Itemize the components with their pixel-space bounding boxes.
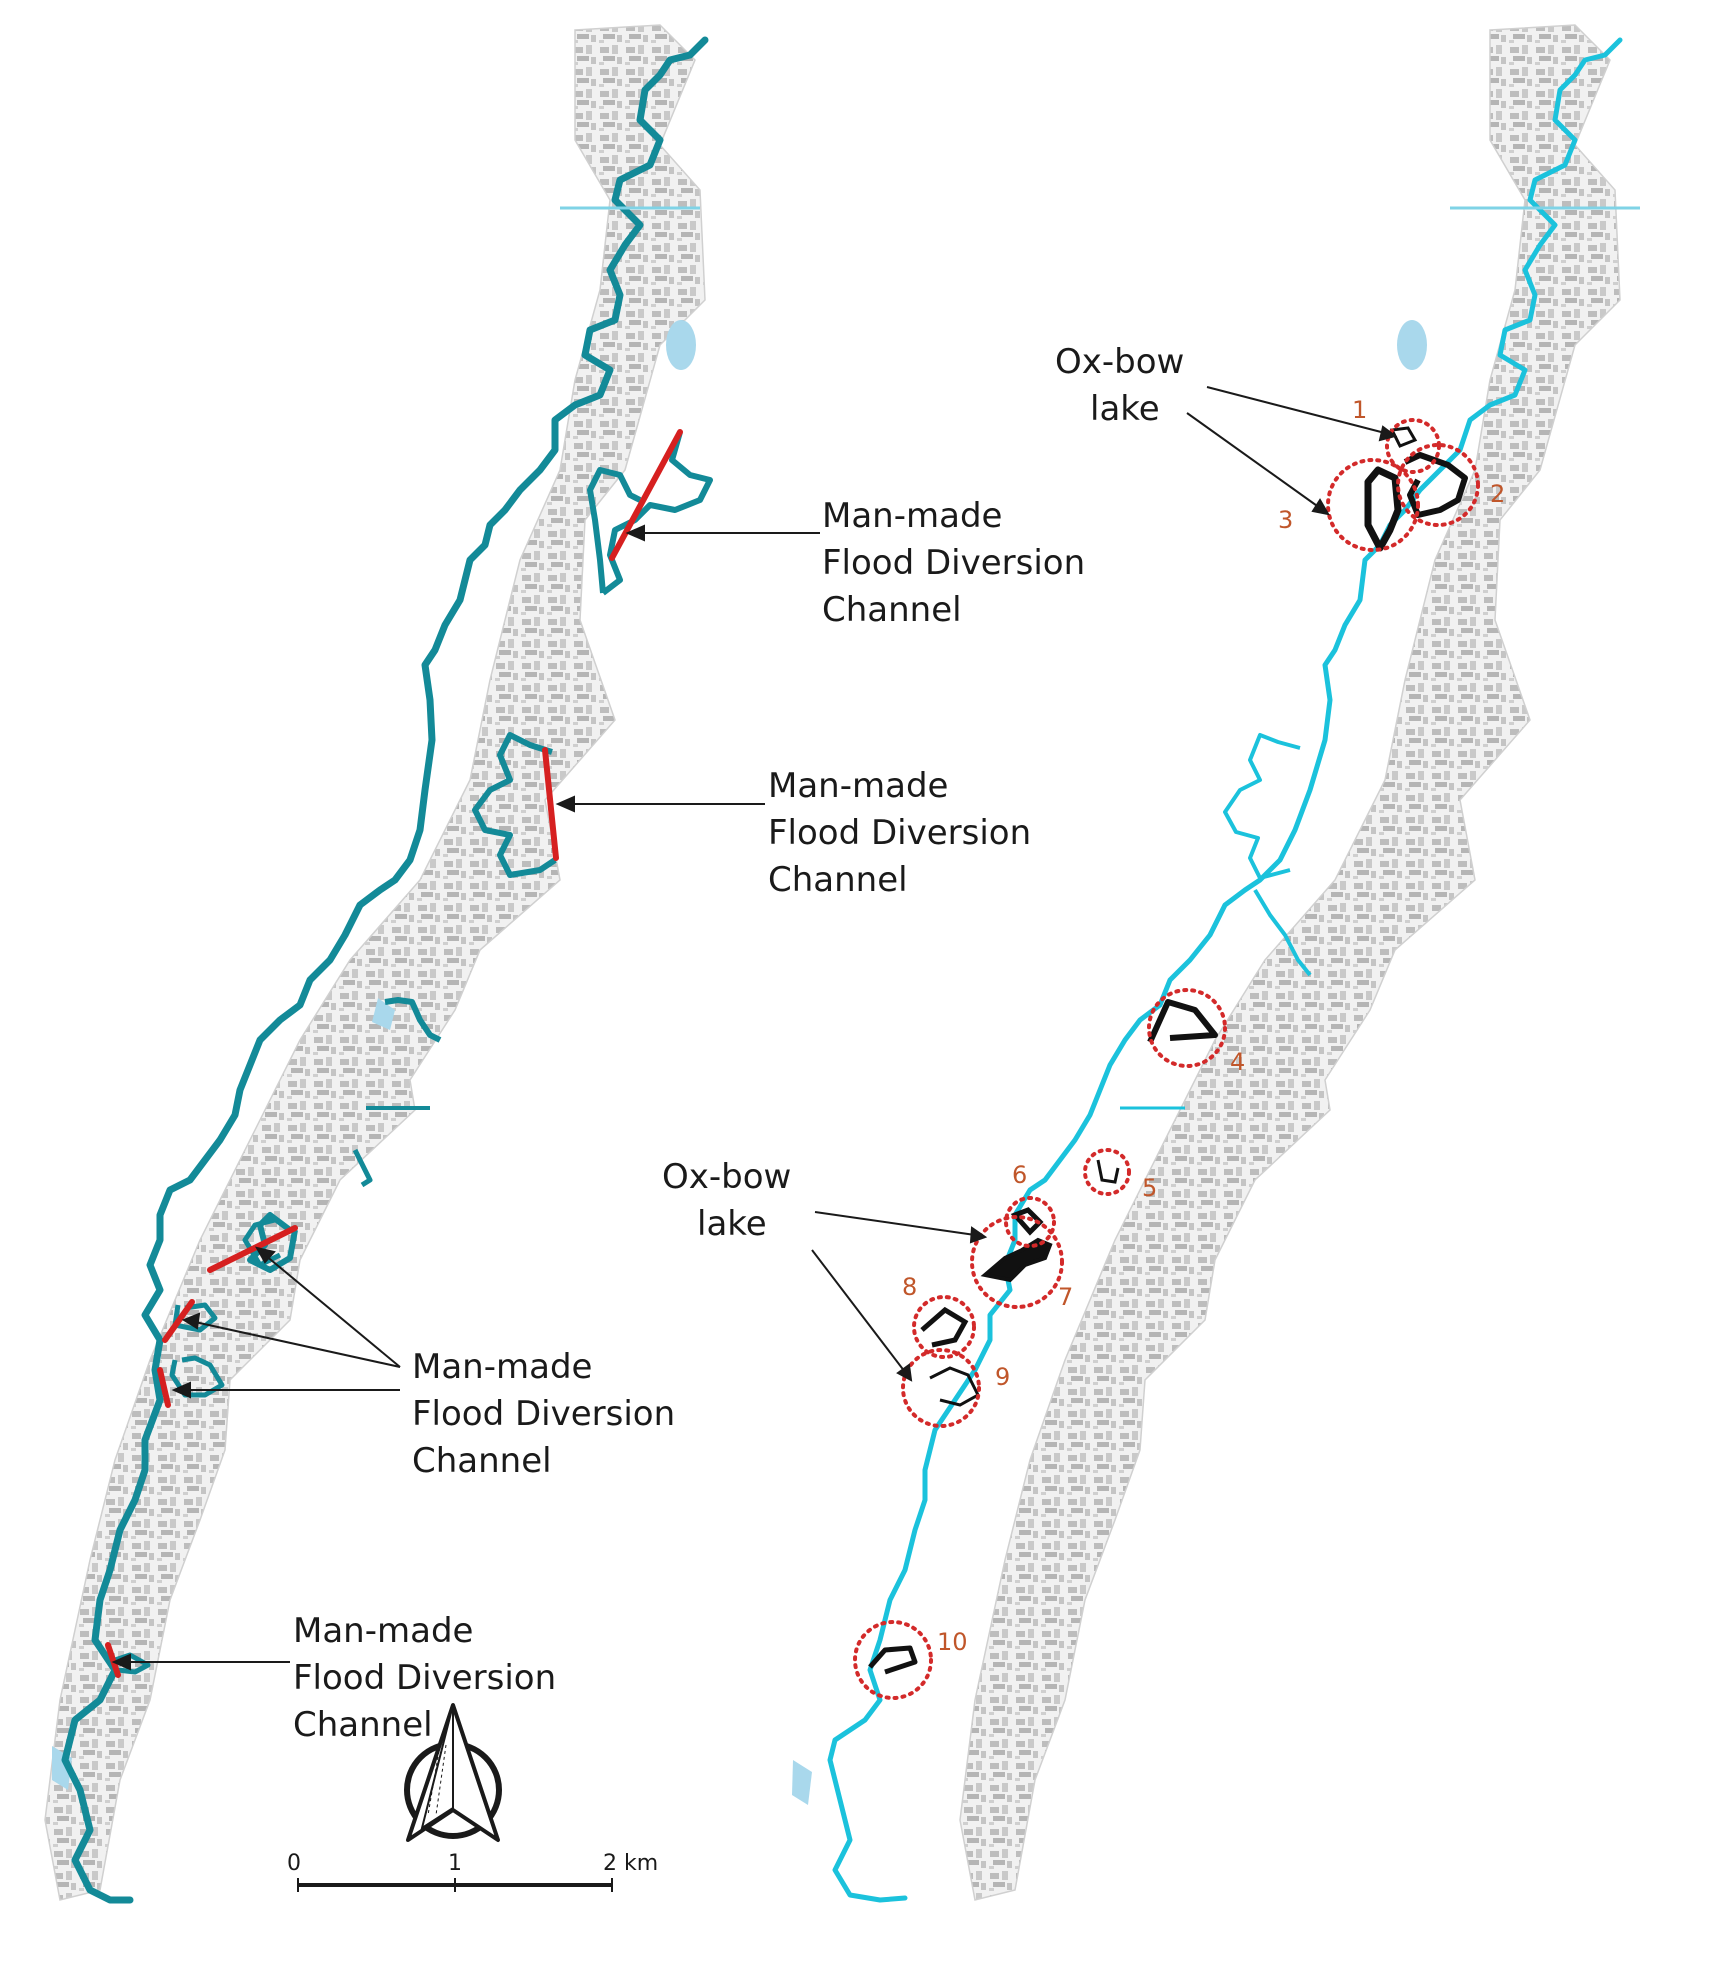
left-meander-3 [472,732,557,878]
oxbow-label-2-line-2: lake [697,1204,767,1244]
left-diversion-3 [207,1225,298,1273]
callout-2: Man-made Flood Diversion Channel [768,766,1042,900]
oxbow-label-1-line-2: lake [1090,389,1160,429]
left-map: Man-made Flood Diversion Channel Man-mad… [44,24,1096,1904]
left-pond [372,998,395,1030]
marker-number-1: 1 [1352,396,1367,424]
callout-3-line-3: Channel [412,1441,552,1481]
callout-2-line-2: Flood Diversion [768,813,1031,853]
oxbow-8 [920,1306,969,1348]
oxbow-4 [1147,999,1218,1044]
callout-2-line-3: Channel [768,860,908,900]
left-river-channel [61,36,709,1904]
marker-circle-5 [1083,1148,1131,1196]
callout-2-line-1: Man-made [768,766,948,806]
left-lake [666,320,696,370]
oxbow-label-2-line-1: Ox-bow [662,1157,791,1197]
marker-number-2: 2 [1490,480,1505,508]
left-urban-corridor [44,24,706,1901]
left-diversion-2 [542,747,559,861]
left-diversion-6 [105,1642,121,1678]
callout-1-line-3: Channel [822,590,962,630]
marker-number-4: 4 [1230,1048,1245,1076]
oxbow-7 [980,1237,1053,1283]
marker-number-9: 9 [995,1363,1010,1391]
marker-number-3: 3 [1278,506,1293,534]
oxbow-1 [1389,426,1418,448]
left-meander-6 [352,1148,373,1188]
marker-circle-3 [1326,458,1420,552]
right-meander-north [1223,733,1301,880]
oxbow-label-1-line-1: Ox-bow [1055,342,1184,382]
right-urban-corridor [959,24,1621,1901]
callout-3-line-2: Flood Diversion [412,1394,675,1434]
oxbow-2 [1403,452,1468,518]
oxbow-3 [1364,466,1402,552]
right-pond [792,1760,812,1805]
oxbow-label-2: Ox-bow lake [662,1157,802,1244]
scale-tick-0: 0 [287,1851,301,1876]
north-arrow-icon [404,1703,502,1842]
right-lake [1397,320,1427,370]
marker-circle-6 [1004,1196,1056,1248]
marker-number-6: 6 [1012,1161,1027,1189]
right-map: 1 2 3 4 5 6 7 8 9 10 Ox-bow lake Ox-bow … [662,24,1640,1903]
callout-1: Man-made Flood Diversion Channel [822,496,1096,630]
callout-4-line-1: Man-made [293,1611,473,1651]
marker-number-10: 10 [937,1628,968,1656]
callout-4-line-2: Flood Diversion [293,1658,556,1698]
left-diversion-5 [157,1367,171,1408]
marker-circle-2 [1396,443,1480,527]
oxbow-markers [853,418,1480,1700]
left-meander-5 [384,997,442,1043]
callout-4-line-3: Channel [293,1705,433,1745]
marker-circle-10 [853,1620,933,1700]
marker-circle-7 [970,1215,1064,1309]
right-river-channel [827,37,1623,1903]
left-leader-arrows [111,524,820,1671]
right-leader-arrows [811,386,1398,1382]
marker-circle-4 [1147,988,1227,1068]
left-meander-2 [587,467,642,594]
marker-number-7: 7 [1058,1283,1073,1311]
oxbow-label-1: Ox-bow lake [1055,342,1195,429]
marker-number-8: 8 [902,1273,917,1301]
left-diversion-1 [609,429,683,561]
right-meander-mid [1253,888,1312,977]
left-diversion-4 [162,1299,195,1343]
callout-3: Man-made Flood Diversion Channel [412,1347,686,1481]
callout-1-line-2: Flood Diversion [822,543,1085,583]
marker-circle-1 [1385,418,1441,474]
scale-tick-1: 1 [448,1851,462,1876]
marker-circle-8 [912,1295,976,1359]
marker-number-5: 5 [1142,1174,1157,1202]
oxbow-5 [1096,1159,1120,1184]
marker-circle-9 [901,1348,981,1428]
callout-4: Man-made Flood Diversion Channel [293,1611,567,1745]
callout-1-line-1: Man-made [822,496,1002,536]
left-meander-7 [242,1217,282,1268]
scale-bar: 0 1 2 km [287,1851,658,1892]
oxbow-10 [868,1645,918,1675]
oxbow-9 [929,1366,980,1407]
scale-tick-2: 2 km [603,1851,658,1876]
left-meander-4 [247,1212,298,1273]
callout-3-line-1: Man-made [412,1347,592,1387]
